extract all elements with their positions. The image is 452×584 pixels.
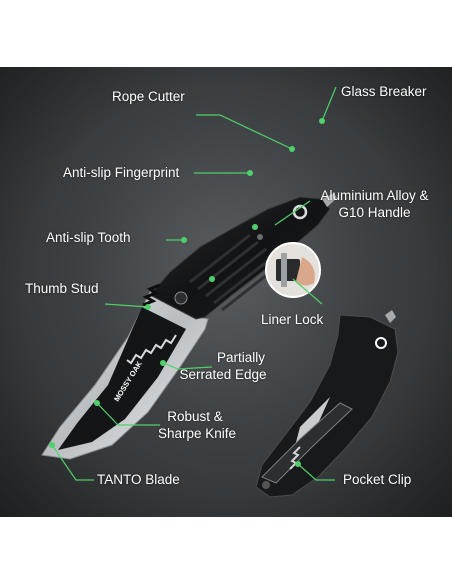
closed-knife [255, 310, 399, 498]
label-robust-line1: Robust & [167, 409, 223, 424]
label-handle-line2: G10 Handle [338, 205, 411, 220]
label-rope-cutter: Rope Cutter [112, 89, 185, 104]
liner-lock-inset [265, 242, 321, 298]
label-glass-breaker: Glass Breaker [341, 84, 427, 99]
closed-rope-cutter [375, 337, 387, 349]
label-pocket-clip: Pocket Clip [343, 472, 412, 487]
label-robust-line2: Sharpe Knife [158, 426, 237, 441]
label-tanto-blade: TANTO Blade [97, 472, 180, 487]
glass-breaker-tip [322, 193, 337, 207]
label-liner-lock: Liner Lock [261, 312, 324, 327]
label-anti-slip-tooth: Anti-slip Tooth [46, 230, 131, 245]
label-serrated-line2: Serrated Edge [179, 367, 267, 382]
main-knife: MOSSY OAK [41, 193, 337, 460]
closed-glass-breaker [385, 310, 396, 323]
g10-grip-texture [189, 233, 283, 312]
anti-slip-tooth [142, 283, 161, 307]
blade-black-coating [58, 307, 186, 450]
handle-screw [257, 234, 263, 240]
callout-lines [51, 86, 337, 481]
label-serrated-line1: Partially [216, 350, 265, 365]
label-thumb-stud: Thumb Stud [25, 281, 99, 296]
closed-pivot [262, 481, 270, 489]
thumb-stud [174, 291, 188, 305]
callout-dots [49, 118, 325, 467]
pocket-clip [261, 402, 353, 484]
label-handle-line1: Aluminium Alloy & [320, 188, 429, 203]
dark-background-panel: MOSSY OAK [0, 67, 452, 517]
serrated-edge [126, 334, 177, 365]
knife-illustration: MOSSY OAK [0, 67, 452, 517]
label-anti-slip-fingerprint: Anti-slip Fingerprint [63, 165, 180, 180]
